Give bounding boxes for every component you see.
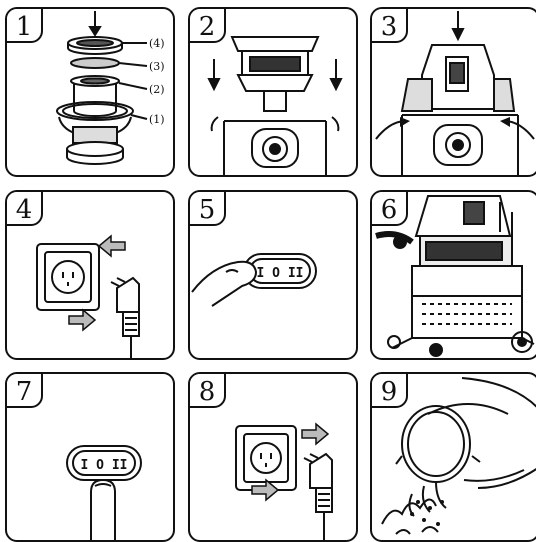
switch-label: I O II [81,458,128,473]
step-number: 5 [190,192,226,226]
step-2-panel: 2 [188,7,358,177]
step-5-panel: 5 I O II [188,190,358,360]
step-9-panel: 9 [370,372,536,542]
filter-assembly-illustration: (4) (3) (2) (1) [56,11,165,165]
switch-on-illustration: I O II [191,253,317,307]
plug-in-illustration [36,234,140,358]
step-number: 2 [190,9,226,43]
vacuum-running-illustration [375,195,535,357]
part-label-1: (1) [149,113,165,126]
step-number: 8 [190,374,226,408]
part-label-2: (2) [149,83,165,96]
lid-removal-illustration [207,36,343,175]
empty-tank-illustration [381,377,536,535]
step-number: 4 [7,192,43,226]
part-label-3: (3) [149,60,165,73]
lid-attach-illustration [375,11,535,175]
step-4-panel: 4 [5,190,175,360]
step-number: 3 [372,9,408,43]
step-number: 6 [372,192,408,226]
step-6-panel: 6 [370,190,536,360]
step-number: 9 [372,374,408,408]
switch-off-illustration: I O II [66,445,142,540]
step-3-panel: 3 [370,7,536,177]
step-8-panel: 8 [188,372,358,542]
step-number: 7 [7,374,43,408]
unplug-illustration [235,422,333,540]
part-label-4: (4) [149,37,165,50]
step-number: 1 [7,9,43,43]
step-7-panel: 7 I O II [5,372,175,542]
switch-label: I O II [257,266,304,281]
step-1-panel: 1 (4) (3) (2) (1) [5,7,175,177]
